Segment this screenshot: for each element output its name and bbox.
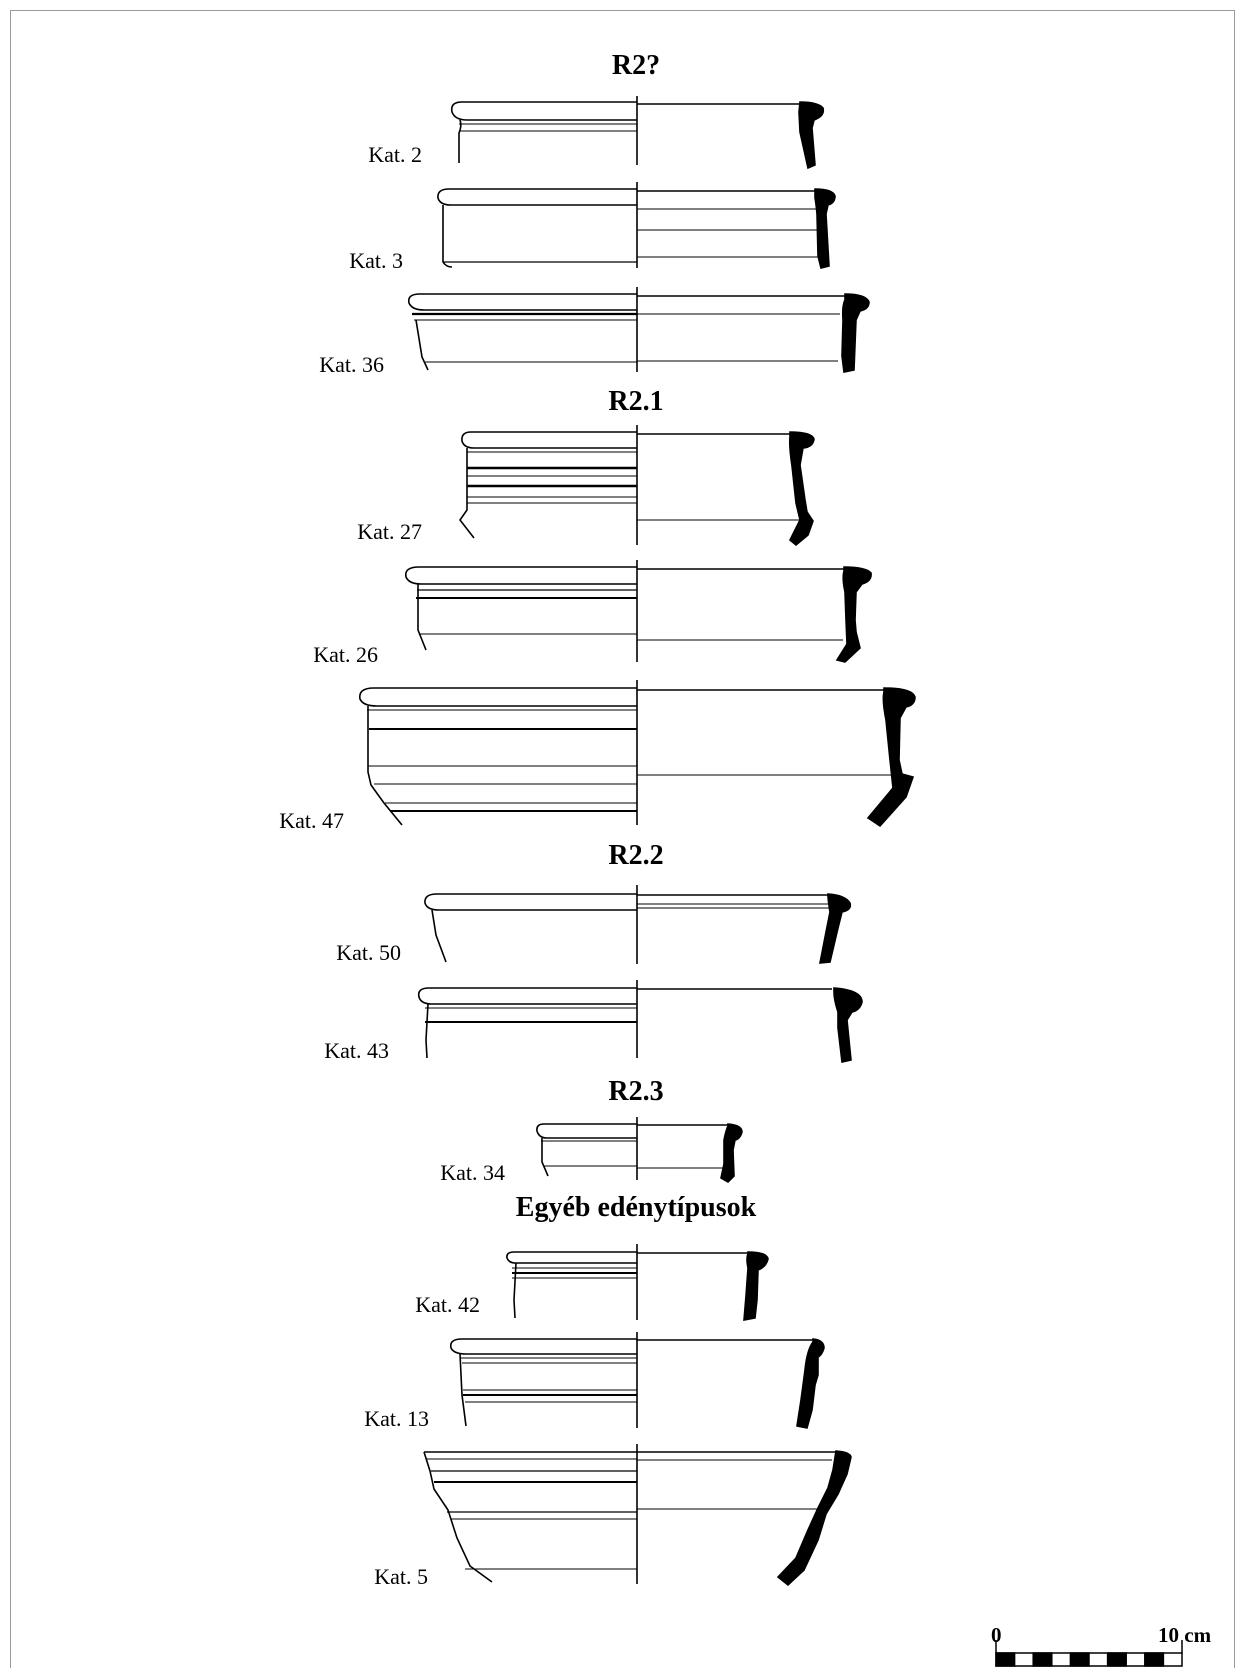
group-heading-r2-1: R2.1 bbox=[608, 386, 664, 417]
figure-frame bbox=[10, 10, 1235, 1668]
vessel-profile-kat-5 bbox=[423, 1444, 852, 1587]
vessel-profile-kat-50 bbox=[424, 885, 852, 964]
vessel-profile-kat-34 bbox=[536, 1117, 743, 1183]
vessel-profile-kat-2 bbox=[450, 96, 825, 170]
group-heading-r2-3: R2.3 bbox=[608, 1076, 664, 1107]
catalog-label-kat-2: Kat. 2 bbox=[368, 142, 422, 167]
vessel-profile-kat-13 bbox=[449, 1332, 825, 1429]
catalog-label-kat-13: Kat. 13 bbox=[364, 1406, 429, 1431]
group-heading-r2q: R2? bbox=[611, 50, 661, 81]
catalog-label-kat-47: Kat. 47 bbox=[279, 808, 344, 833]
catalog-label-kat-50: Kat. 50 bbox=[336, 940, 401, 965]
catalog-label-kat-26: Kat. 26 bbox=[313, 642, 378, 667]
scale-bar bbox=[995, 1640, 1183, 1667]
catalog-label-kat-36: Kat. 36 bbox=[319, 352, 384, 377]
catalog-label-kat-5: Kat. 5 bbox=[374, 1564, 428, 1589]
vessel-profile-kat-27 bbox=[459, 425, 815, 547]
catalog-label-kat-3: Kat. 3 bbox=[349, 248, 403, 273]
vessel-profile-kat-43 bbox=[417, 980, 863, 1063]
group-heading-egyeb: Egyéb edénytípusok bbox=[515, 1192, 757, 1223]
scale-label-end: 10 cm bbox=[1158, 1623, 1212, 1647]
vessel-profile-kat-3 bbox=[437, 182, 836, 269]
group-heading-r2-2: R2.2 bbox=[608, 840, 664, 871]
vessel-profile-kat-42 bbox=[506, 1244, 769, 1321]
catalog-label-kat-34: Kat. 34 bbox=[440, 1160, 505, 1185]
scale-label-start: 0 bbox=[991, 1623, 1002, 1647]
vessel-profile-kat-36 bbox=[407, 287, 870, 373]
vessel-profile-kat-47 bbox=[358, 680, 916, 828]
catalog-label-kat-42: Kat. 42 bbox=[415, 1292, 480, 1317]
vessel-profile-kat-26 bbox=[404, 560, 872, 663]
catalog-label-kat-27: Kat. 27 bbox=[357, 519, 422, 544]
catalog-label-kat-43: Kat. 43 bbox=[324, 1038, 389, 1063]
